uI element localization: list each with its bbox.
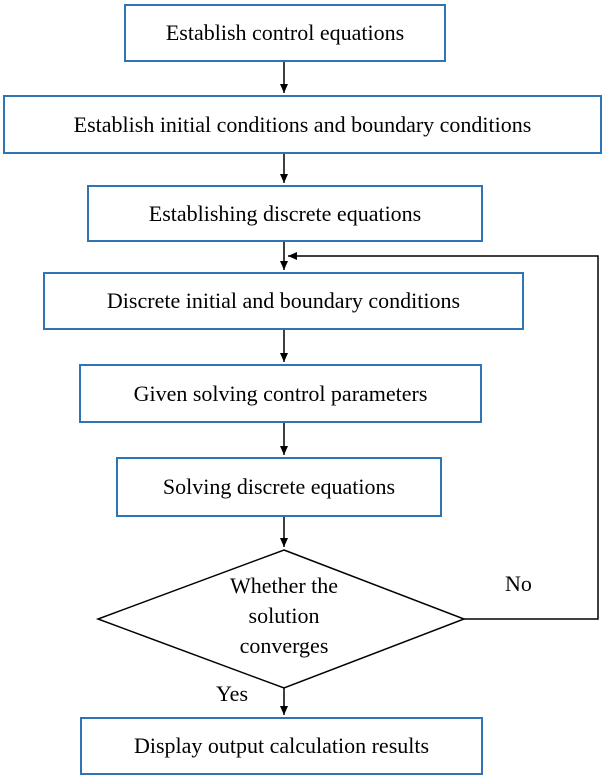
step-given-solving-control-parameters: Given solving control parameters	[79, 364, 482, 423]
step-label: Discrete initial and boundary conditions	[106, 288, 461, 313]
step-solving-discrete-equations: Solving discrete equations	[116, 457, 442, 517]
step-label: Solving discrete equations	[162, 474, 396, 499]
decision-line-2: solution	[248, 603, 320, 628]
decision-line-3: converges	[239, 633, 329, 658]
step-label: Given solving control parameters	[133, 380, 428, 406]
step-discrete-initial-boundary-conditions: Discrete initial and boundary conditions	[43, 272, 524, 330]
step-label: Establish control equations	[165, 20, 405, 45]
step-label: Display output calculation results	[133, 733, 430, 758]
no-loop-line	[288, 252, 599, 620]
branch-no-label: No	[505, 571, 532, 596]
step-label: Establish initial conditions and boundar…	[73, 111, 532, 137]
step-display-output-results: Display output calculation results	[80, 717, 483, 775]
decision-diamond	[95, 549, 467, 689]
decision-line-1: Whether the	[229, 573, 339, 598]
step-label: Establishing discrete equations	[148, 200, 422, 226]
branch-yes-label: Yes	[216, 681, 249, 706]
step-establish-initial-boundary-conditions: Establish initial conditions and boundar…	[3, 95, 602, 154]
decision-text: Whether the solution converges	[184, 571, 384, 661]
step-establish-control-equations: Establish control equations	[124, 4, 446, 62]
step-establishing-discrete-equations: Establishing discrete equations	[87, 185, 483, 242]
